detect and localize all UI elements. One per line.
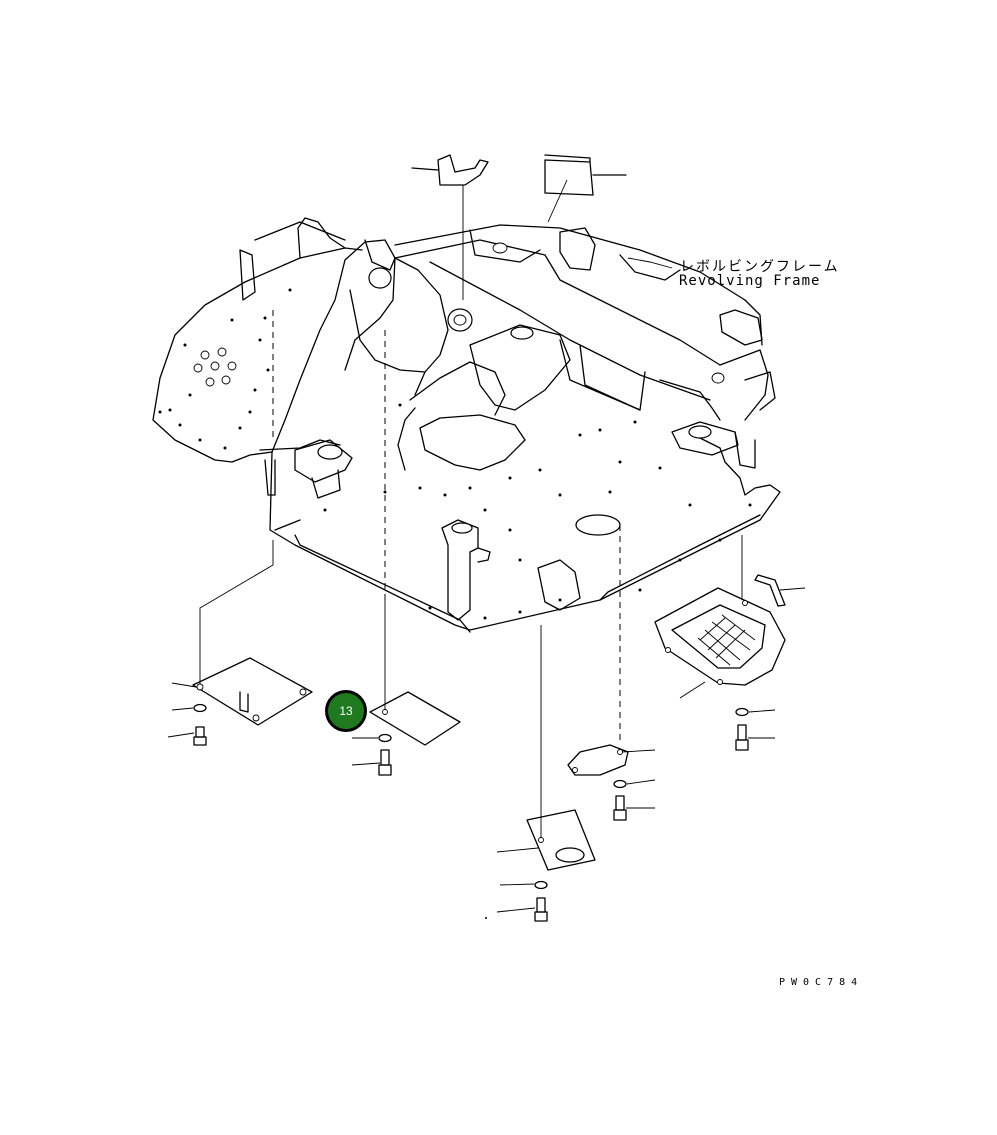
top-bracket	[411, 154, 489, 300]
right-small-plate	[567, 744, 656, 821]
right-washer-bolt	[735, 707, 776, 751]
revolving-frame-label-en: Revolving Frame	[679, 273, 821, 289]
screen-cover	[654, 587, 786, 699]
callout-13[interactable]: 13	[325, 690, 367, 732]
bottom-cover-plate	[485, 809, 596, 922]
center-cover-plate	[369, 691, 461, 746]
left-bolt	[167, 726, 207, 746]
left-washer	[171, 703, 207, 713]
diagram-code: PW0C784	[779, 977, 864, 988]
top-cushion	[544, 154, 627, 223]
left-cover-plate	[171, 657, 313, 726]
revolving-frame	[152, 217, 781, 633]
revolving-frame-label-jp: レボルビングフレーム	[680, 259, 840, 275]
center-washer	[352, 733, 392, 743]
center-bolt	[351, 749, 392, 776]
screen-hook	[754, 574, 806, 607]
callout-number: 13	[339, 704, 353, 718]
